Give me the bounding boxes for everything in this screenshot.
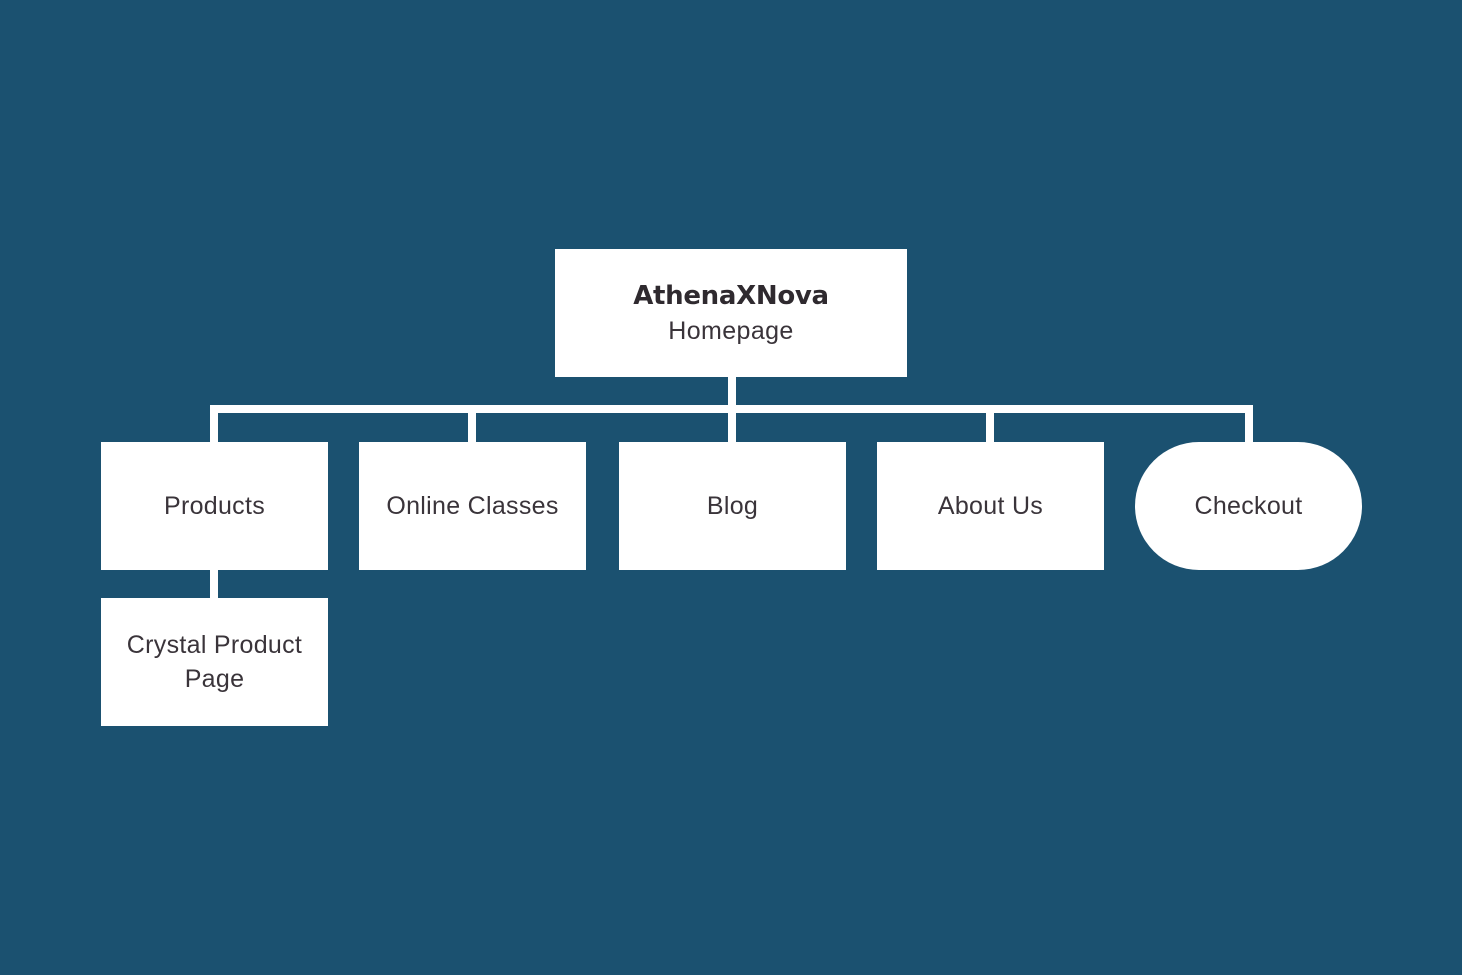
connector-blog — [728, 405, 736, 443]
node-about-us: About Us — [877, 442, 1104, 570]
homepage-label: Homepage — [668, 317, 794, 345]
node-online-classes: Online Classes — [359, 442, 586, 570]
connector-checkout — [1245, 405, 1253, 443]
node-label: About Us — [937, 492, 1044, 520]
connector-root-stem — [728, 376, 736, 408]
brand-name: AthenaXNova — [633, 281, 829, 311]
node-label: Crystal Product Page — [126, 631, 303, 693]
node-blog: Blog — [619, 442, 846, 570]
connector-products — [210, 405, 218, 443]
node-products: Products — [101, 442, 328, 570]
connector-products-crystal — [210, 568, 218, 600]
connector-online-classes — [468, 405, 476, 443]
node-label: Products — [163, 492, 266, 520]
node-label: Blog — [706, 492, 759, 520]
node-crystal-product-page: Crystal Product Page — [101, 598, 328, 726]
node-label: Checkout — [1194, 492, 1303, 520]
node-homepage: AthenaXNova Homepage — [555, 249, 907, 377]
connector-about-us — [986, 405, 994, 443]
node-checkout: Checkout — [1135, 442, 1362, 570]
node-label: Online Classes — [386, 492, 559, 520]
